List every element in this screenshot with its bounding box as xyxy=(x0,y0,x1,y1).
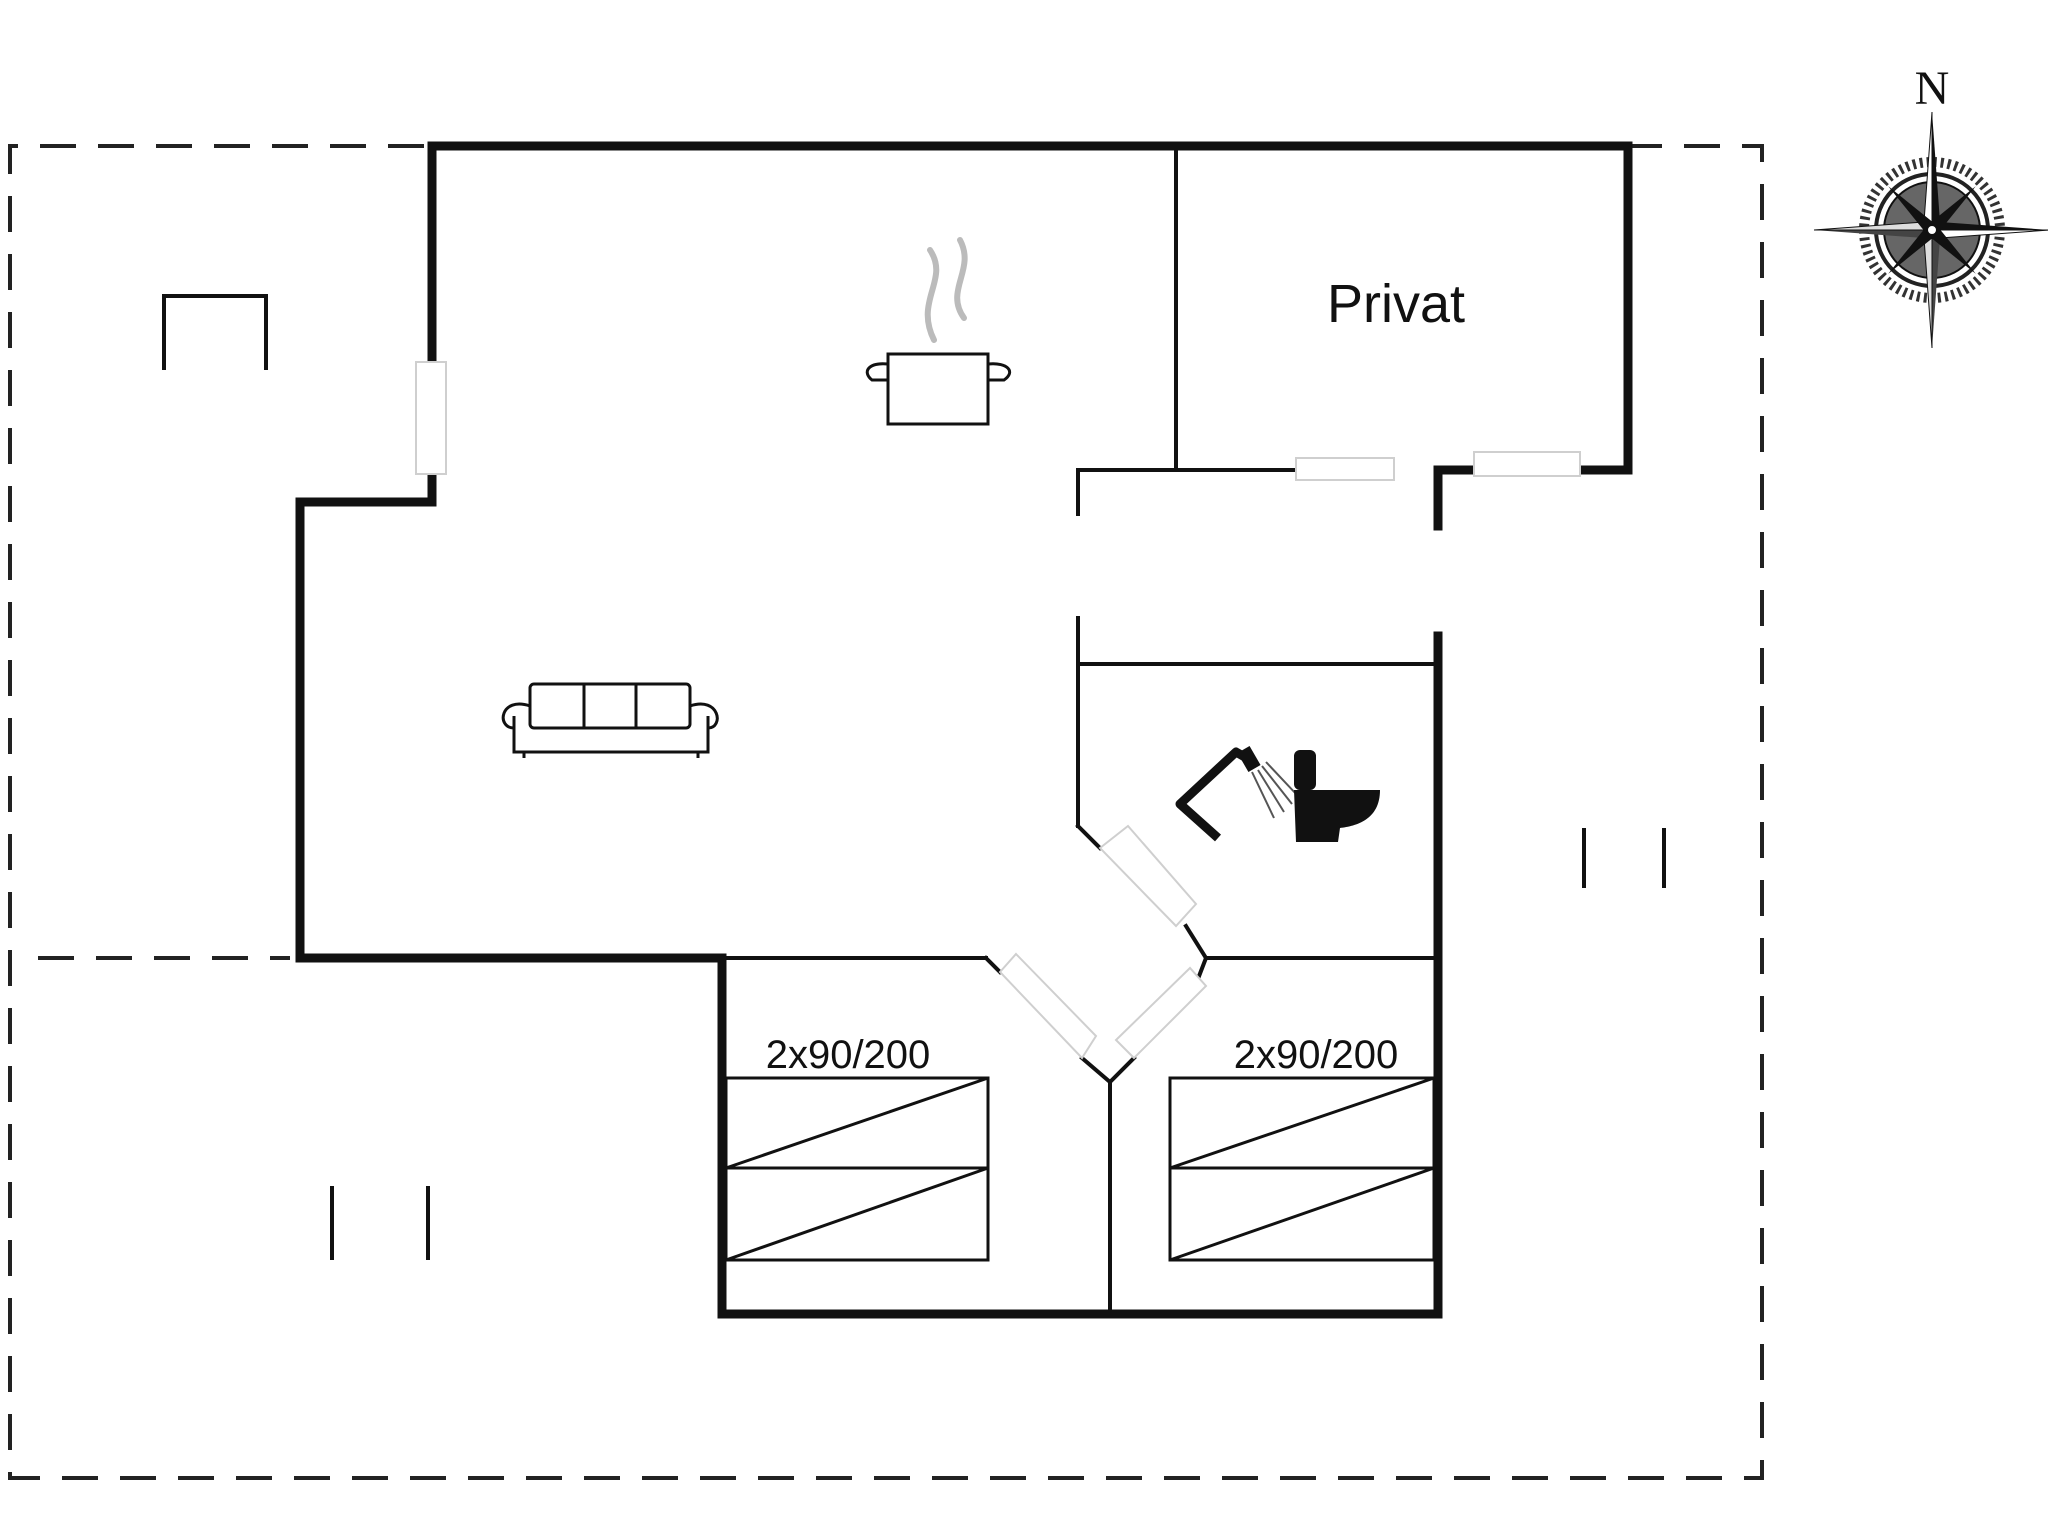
window-private-2 xyxy=(1473,451,1581,477)
window-west xyxy=(415,361,447,475)
bed-label-left: 2x90/200 xyxy=(766,1033,931,1077)
window-private-1 xyxy=(1295,457,1395,481)
window-hall-diagonal-3 xyxy=(1114,966,1208,1060)
toilet-icon xyxy=(1294,750,1380,842)
bed-right xyxy=(1168,1076,1436,1262)
kitchen-pot-icon xyxy=(865,237,1011,426)
window-hall-diagonal-1 xyxy=(1098,824,1198,928)
outdoor-structure xyxy=(162,294,268,370)
compass-rose-icon: N xyxy=(1813,62,2048,349)
window-hall-diagonal-2 xyxy=(998,952,1098,1060)
compass-north-label: N xyxy=(1915,62,1950,115)
interior-walls xyxy=(720,144,1440,1316)
outdoor-ticks xyxy=(330,828,1666,1260)
shower-icon xyxy=(1175,745,1299,842)
room-label-private: Privat xyxy=(1327,274,1465,334)
plot-boundary xyxy=(8,144,1764,1480)
bed-left xyxy=(724,1076,990,1262)
sofa-icon xyxy=(501,682,719,758)
bed-label-right: 2x90/200 xyxy=(1234,1033,1399,1077)
windows xyxy=(415,361,1581,1060)
